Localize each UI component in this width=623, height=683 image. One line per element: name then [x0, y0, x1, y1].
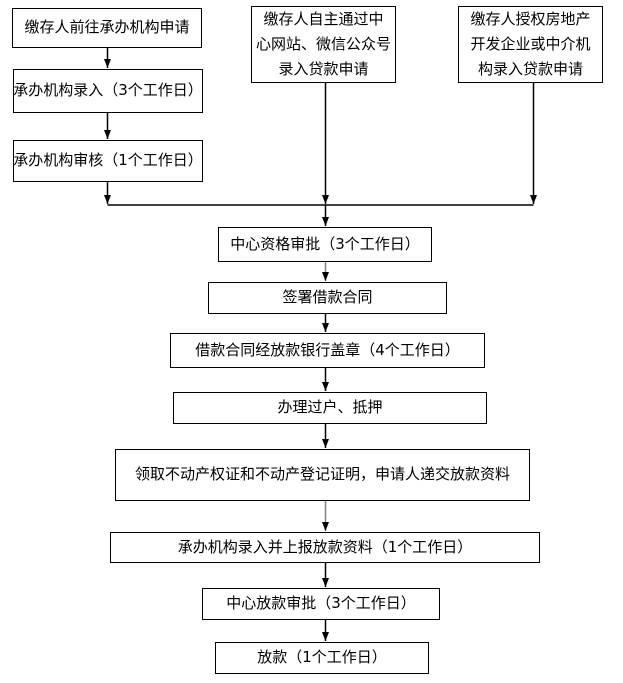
node-agency-review: 承办机构审核（1个工作日） [13, 140, 203, 182]
node-authorized-line3: 构录入贷款申请 [477, 60, 583, 78]
node-bank-seal: 借款合同经放款银行盖章（4个工作日） [170, 333, 485, 368]
node-transfer-mortgage: 办理过户、抵押 [173, 392, 487, 424]
node-self-service-line3: 录入贷款申请 [278, 60, 369, 78]
node-authorized-line2: 开发企业或中介机 [470, 35, 591, 53]
node-disbursement: 放款（1个工作日） [215, 642, 429, 674]
node-agency-entry: 承办机构录入（3个工作日） [13, 69, 203, 113]
node-obtain-certificates: 领取不动产权证和不动产登记证明，申请人递交放款资料 [115, 449, 530, 501]
node-self-service-line2: 心网站、微信公众号 [255, 35, 391, 53]
node-self-service-entry: 缴存人自主通过中 心网站、微信公众号 录入贷款申请 [251, 6, 396, 83]
node-authorized-entry: 缴存人授权房地产 开发企业或中介机 构录入贷款申请 [458, 6, 603, 83]
node-agency-submit-materials: 承办机构录入并上报放款资料（1个工作日） [110, 532, 540, 563]
node-authorized-line1: 缴存人授权房地产 [470, 10, 591, 28]
node-sign-contract: 签署借款合同 [208, 282, 447, 314]
node-self-service-line1: 缴存人自主通过中 [263, 10, 384, 28]
node-center-qualification-approval: 中心资格审批（3个工作日） [218, 227, 432, 262]
node-apply-in-person: 缴存人前往承办机构申请 [12, 8, 202, 48]
node-center-loan-approval: 中心放款审批（3个工作日） [202, 588, 440, 620]
